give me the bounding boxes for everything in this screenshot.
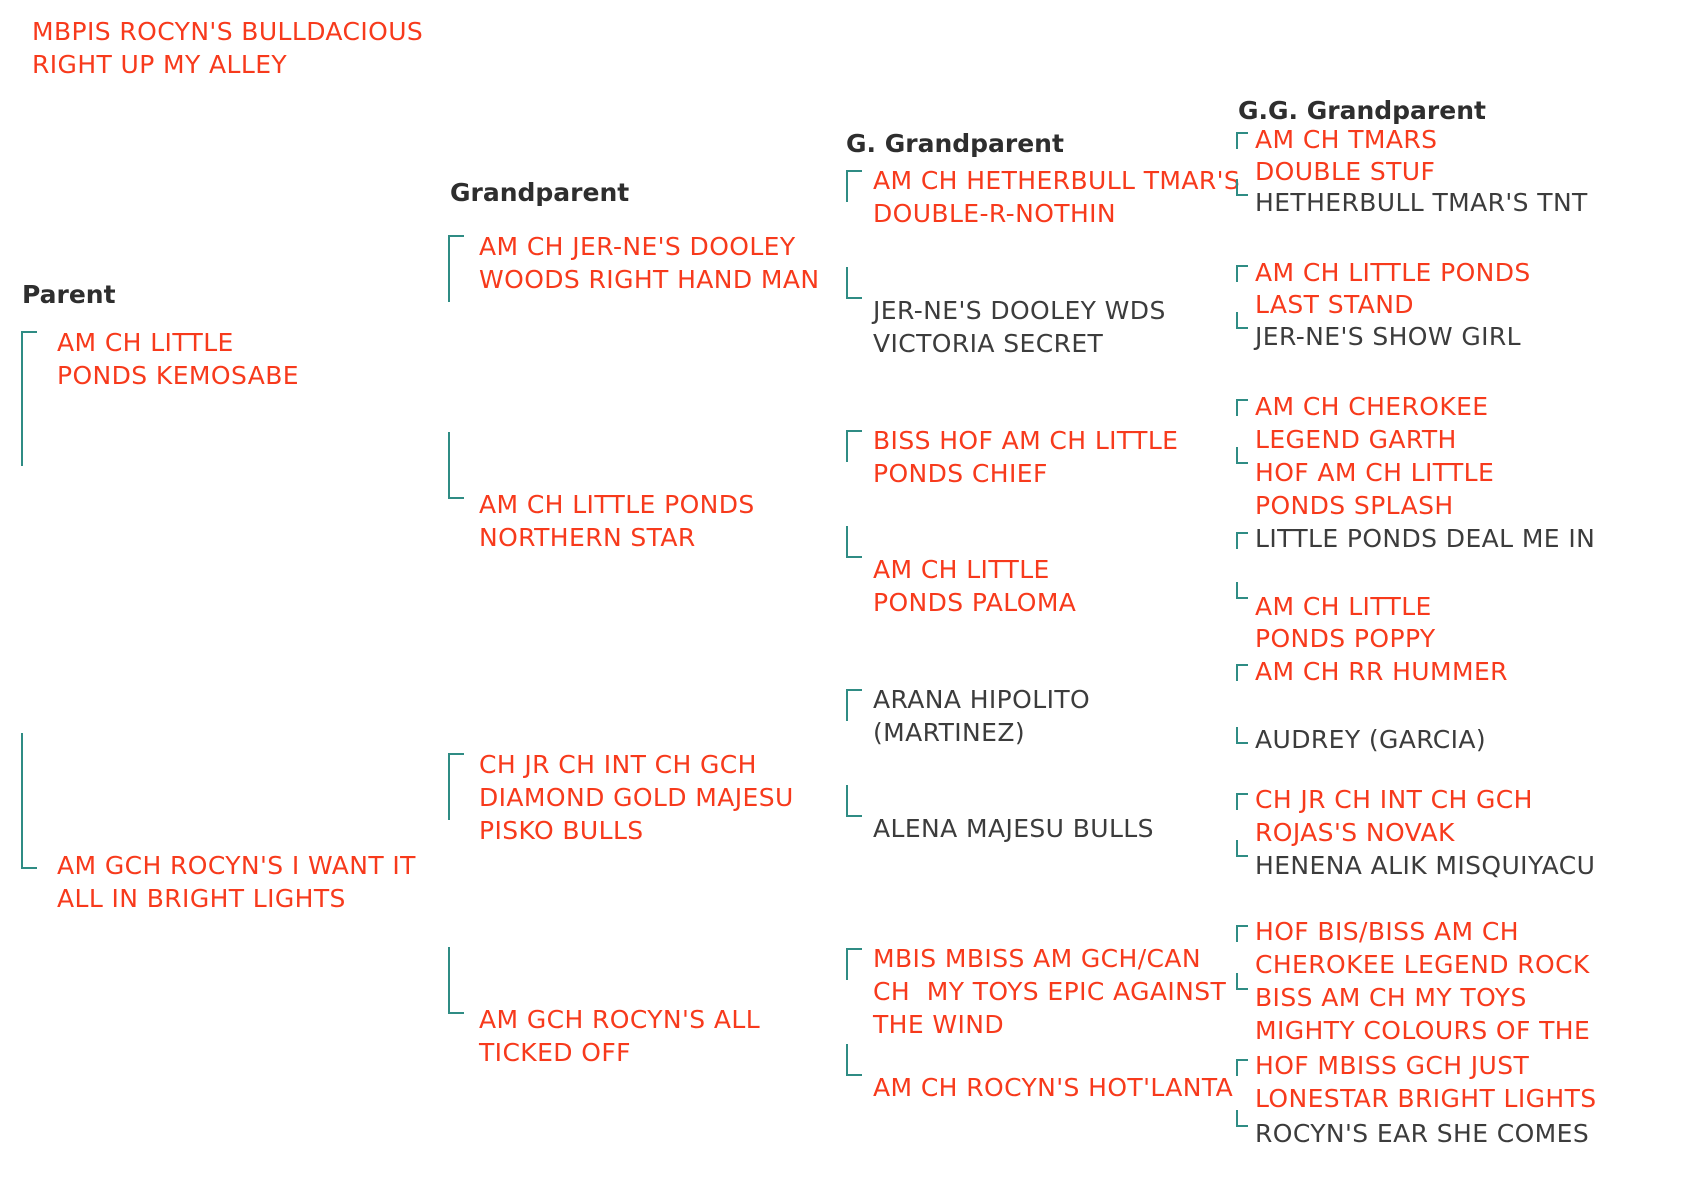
grandparent-3-line3[interactable]: PISKO BULLS bbox=[479, 816, 644, 845]
gg-grandparent-bracket-16 bbox=[1236, 1110, 1248, 1127]
gg-grandparent-16-line1[interactable]: ROCYN'S EAR SHE COMES bbox=[1255, 1119, 1590, 1148]
header-grandparent: Grandparent bbox=[450, 178, 630, 207]
gg-grandparent-3-line1[interactable]: AM CH LITTLE PONDS bbox=[1255, 258, 1531, 287]
grandparent-2-line1[interactable]: AM CH LITTLE PONDS bbox=[479, 490, 755, 519]
g-grandparent-bracket-8 bbox=[846, 1044, 862, 1076]
g-grandparent-bracket-5 bbox=[846, 689, 862, 721]
g-grandparent-6-line1[interactable]: ALENA MAJESU BULLS bbox=[873, 814, 1154, 843]
gg-grandparent-8-line2[interactable]: PONDS POPPY bbox=[1255, 624, 1436, 653]
gg-grandparent-14-line2[interactable]: MIGHTY COLOURS OF THE bbox=[1255, 1016, 1591, 1045]
gg-grandparent-14-line1[interactable]: BISS AM CH MY TOYS bbox=[1255, 983, 1527, 1012]
g-grandparent-bracket-3 bbox=[846, 430, 862, 462]
g-grandparent-bracket-2 bbox=[846, 267, 862, 299]
gg-grandparent-bracket-7 bbox=[1236, 532, 1248, 549]
subject-name-line1[interactable]: MBPIS ROCYN'S BULLDACIOUS bbox=[32, 17, 424, 46]
g-grandparent-1-line2[interactable]: DOUBLE-R-NOTHIN bbox=[873, 199, 1117, 228]
gg-grandparent-bracket-14 bbox=[1236, 973, 1248, 990]
gg-grandparent-5-line1[interactable]: AM CH CHEROKEE bbox=[1255, 392, 1489, 421]
g-grandparent-3-line1[interactable]: BISS HOF AM CH LITTLE bbox=[873, 426, 1179, 455]
g-grandparent-2-line1[interactable]: JER-NE'S DOOLEY WDS bbox=[873, 296, 1166, 325]
grandparent-2-line2[interactable]: NORTHERN STAR bbox=[479, 523, 696, 552]
g-grandparent-bracket-1 bbox=[846, 170, 862, 202]
gg-grandparent-bracket-8 bbox=[1236, 582, 1248, 599]
gg-grandparent-11-line2[interactable]: ROJAS'S NOVAK bbox=[1255, 818, 1455, 847]
g-grandparent-3-line2[interactable]: PONDS CHIEF bbox=[873, 459, 1048, 488]
gg-grandparent-1-line2[interactable]: DOUBLE STUF bbox=[1255, 157, 1436, 186]
g-grandparent-7-line3[interactable]: THE WIND bbox=[873, 1010, 1005, 1039]
gg-grandparent-10-line1[interactable]: AUDREY (GARCIA) bbox=[1255, 725, 1487, 754]
gg-grandparent-1-line1[interactable]: AM CH TMARS bbox=[1255, 125, 1438, 154]
grandparent-bracket-4 bbox=[448, 947, 464, 1014]
gg-grandparent-13-line1[interactable]: HOF BIS/BISS AM CH bbox=[1255, 917, 1519, 946]
grandparent-1-line1[interactable]: AM CH JER-NE'S DOOLEY bbox=[479, 232, 796, 261]
grandparent-4-line1[interactable]: AM GCH ROCYN'S ALL bbox=[479, 1005, 761, 1034]
g-grandparent-5-line2[interactable]: (MARTINEZ) bbox=[873, 718, 1025, 747]
grandparent-bracket-3 bbox=[448, 753, 464, 820]
gg-grandparent-bracket-6 bbox=[1236, 447, 1248, 464]
gg-grandparent-bracket-11 bbox=[1236, 793, 1248, 810]
g-grandparent-bracket-7 bbox=[846, 948, 862, 980]
header-g-grandparent: G. Grandparent bbox=[846, 129, 1064, 158]
subject-name-line2[interactable]: RIGHT UP MY ALLEY bbox=[32, 50, 288, 79]
parent-dam-line2[interactable]: ALL IN BRIGHT LIGHTS bbox=[57, 884, 346, 913]
gg-grandparent-bracket-15 bbox=[1236, 1059, 1248, 1076]
g-grandparent-4-line1[interactable]: AM CH LITTLE bbox=[873, 555, 1050, 584]
g-grandparent-4-line2[interactable]: PONDS PALOMA bbox=[873, 588, 1077, 617]
gg-grandparent-6-line1[interactable]: HOF AM CH LITTLE bbox=[1255, 458, 1495, 487]
parent-bracket-dam bbox=[21, 733, 37, 869]
parent-dam-line1[interactable]: AM GCH ROCYN'S I WANT IT bbox=[57, 851, 416, 880]
gg-grandparent-9-line1[interactable]: AM CH RR HUMMER bbox=[1255, 657, 1508, 686]
gg-grandparent-bracket-5 bbox=[1236, 399, 1248, 416]
g-grandparent-7-line2[interactable]: CH MY TOYS EPIC AGAINST bbox=[873, 977, 1227, 1006]
g-grandparent-bracket-4 bbox=[846, 526, 862, 558]
grandparent-1-line2[interactable]: WOODS RIGHT HAND MAN bbox=[479, 265, 820, 294]
g-grandparent-bracket-6 bbox=[846, 785, 862, 817]
header-gg-grandparent: G.G. Grandparent bbox=[1238, 96, 1486, 125]
gg-grandparent-bracket-12 bbox=[1236, 840, 1248, 857]
gg-grandparent-8-line1[interactable]: AM CH LITTLE bbox=[1255, 592, 1432, 621]
gg-grandparent-bracket-13 bbox=[1236, 925, 1248, 942]
g-grandparent-8-line1[interactable]: AM CH ROCYN'S HOT'LANTA bbox=[873, 1073, 1234, 1102]
grandparent-4-line2[interactable]: TICKED OFF bbox=[479, 1038, 631, 1067]
g-grandparent-1-line1[interactable]: AM CH HETHERBULL TMAR'S bbox=[873, 166, 1241, 195]
gg-grandparent-bracket-1 bbox=[1236, 132, 1248, 149]
gg-grandparent-3-line2[interactable]: LAST STAND bbox=[1255, 290, 1414, 319]
gg-grandparent-bracket-9 bbox=[1236, 664, 1248, 681]
gg-grandparent-5-line2[interactable]: LEGEND GARTH bbox=[1255, 425, 1457, 454]
gg-grandparent-13-line2[interactable]: CHEROKEE LEGEND ROCK bbox=[1255, 950, 1590, 979]
parent-sire-line1[interactable]: AM CH LITTLE bbox=[57, 328, 234, 357]
gg-grandparent-bracket-2 bbox=[1236, 179, 1248, 196]
gg-grandparent-bracket-10 bbox=[1236, 727, 1248, 744]
grandparent-3-line2[interactable]: DIAMOND GOLD MAJESU bbox=[479, 783, 794, 812]
gg-grandparent-6-line2[interactable]: PONDS SPLASH bbox=[1255, 491, 1454, 520]
gg-grandparent-bracket-4 bbox=[1236, 312, 1248, 329]
grandparent-bracket-2 bbox=[448, 432, 464, 499]
gg-grandparent-12-line1[interactable]: HENENA ALIK MISQUIYACU bbox=[1255, 851, 1596, 880]
gg-grandparent-7-line1[interactable]: LITTLE PONDS DEAL ME IN bbox=[1255, 524, 1596, 553]
g-grandparent-7-line1[interactable]: MBIS MBISS AM GCH/CAN bbox=[873, 944, 1202, 973]
g-grandparent-5-line1[interactable]: ARANA HIPOLITO bbox=[873, 685, 1091, 714]
gg-grandparent-2-line1[interactable]: HETHERBULL TMAR'S TNT bbox=[1255, 188, 1588, 217]
gg-grandparent-bracket-3 bbox=[1236, 265, 1248, 282]
header-parent: Parent bbox=[22, 280, 116, 309]
gg-grandparent-4-line1[interactable]: JER-NE'S SHOW GIRL bbox=[1255, 322, 1521, 351]
g-grandparent-2-line2[interactable]: VICTORIA SECRET bbox=[873, 329, 1104, 358]
parent-bracket-sire bbox=[21, 331, 37, 466]
gg-grandparent-15-line2[interactable]: LONESTAR BRIGHT LIGHTS bbox=[1255, 1084, 1597, 1113]
grandparent-bracket-1 bbox=[448, 235, 464, 302]
parent-sire-line2[interactable]: PONDS KEMOSABE bbox=[57, 361, 299, 390]
gg-grandparent-15-line1[interactable]: HOF MBISS GCH JUST bbox=[1255, 1051, 1530, 1080]
grandparent-3-line1[interactable]: CH JR CH INT CH GCH bbox=[479, 750, 757, 779]
gg-grandparent-11-line1[interactable]: CH JR CH INT CH GCH bbox=[1255, 785, 1533, 814]
